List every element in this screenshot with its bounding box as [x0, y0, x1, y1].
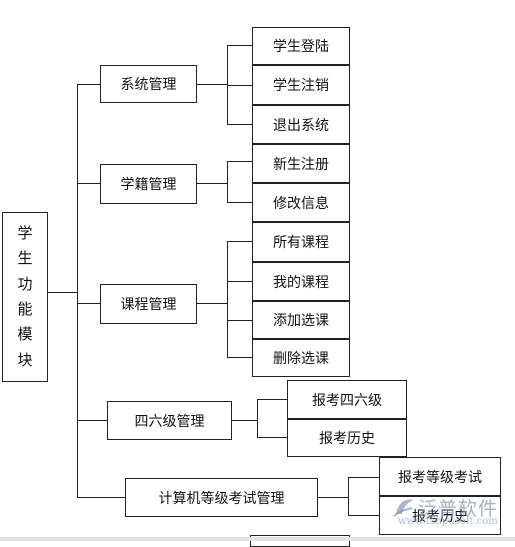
connector — [227, 161, 228, 203]
leaf-node: 报考四六级 — [287, 380, 407, 419]
leaf-node: 报考历史 — [287, 419, 407, 457]
leaf-node: 新生注册 — [252, 144, 350, 183]
bottom-strip — [0, 537, 515, 541]
connector — [77, 303, 100, 304]
connector — [348, 515, 379, 516]
module-node: 课程管理 — [100, 284, 197, 324]
connector — [197, 84, 227, 85]
connector — [257, 399, 287, 400]
leaf-node: 学生注销 — [252, 65, 350, 105]
connector — [227, 320, 252, 321]
leaf-node: 添加选课 — [252, 301, 350, 339]
module-node: 系统管理 — [100, 65, 197, 103]
connector — [77, 420, 107, 421]
leaf-node: 报考等级考试 — [379, 457, 501, 496]
connector — [227, 45, 252, 46]
root-char: 学 — [17, 224, 33, 243]
root-char: 模 — [17, 325, 33, 344]
connector — [48, 292, 77, 293]
connector — [227, 161, 252, 162]
connector — [348, 477, 379, 478]
leaf-node: 学生登陆 — [252, 27, 350, 65]
connector — [257, 437, 287, 438]
connector — [77, 183, 100, 184]
root-char: 生 — [17, 249, 33, 268]
module-node: 学籍管理 — [100, 164, 197, 204]
connector — [227, 241, 228, 357]
root-char: 块 — [17, 350, 33, 369]
leaf-node: 修改信息 — [252, 183, 350, 222]
connector — [318, 497, 348, 498]
connector — [257, 399, 258, 437]
module-node: 四六级管理 — [107, 401, 232, 440]
connector — [227, 202, 252, 203]
connector — [77, 497, 125, 498]
root-node: 学 生 功 能 模 块 — [2, 212, 48, 382]
module-node: 计算机等级考试管理 — [125, 478, 318, 517]
root-char: 功 — [17, 274, 33, 293]
connector — [227, 85, 252, 86]
leaf-node: 删除选课 — [252, 339, 350, 377]
connector — [197, 183, 227, 184]
connector — [227, 281, 252, 282]
connector — [77, 84, 78, 498]
connector — [77, 84, 100, 85]
connector — [227, 241, 252, 242]
root-char: 能 — [17, 300, 33, 319]
connector — [232, 420, 257, 421]
connector — [227, 357, 252, 358]
leaf-node: 所有课程 — [252, 222, 350, 262]
leaf-node: 我的课程 — [252, 262, 350, 301]
connector — [197, 303, 227, 304]
connector — [227, 124, 252, 125]
connector — [348, 477, 349, 516]
leaf-node: 退出系统 — [252, 105, 350, 144]
leaf-node: 报考历史 — [379, 496, 501, 535]
